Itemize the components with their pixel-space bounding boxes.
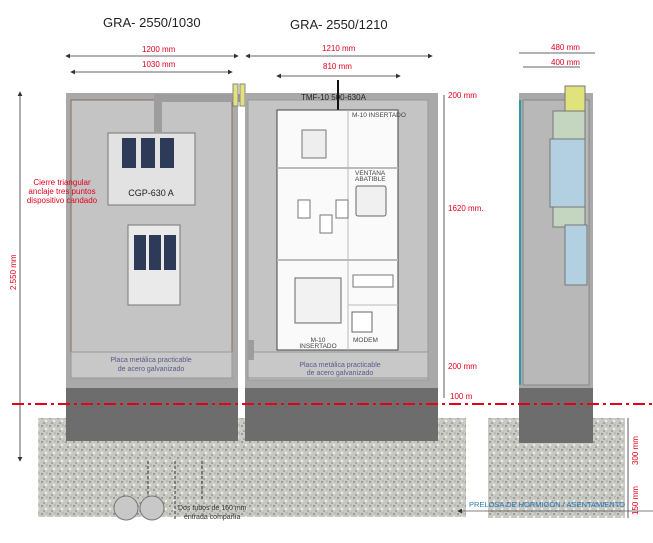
dim-left-outer: 1200 mm — [65, 45, 239, 59]
lock-note-1: Cierre triangular — [33, 178, 91, 187]
svg-text:1200 mm: 1200 mm — [142, 45, 176, 54]
svg-text:1210 mm: 1210 mm — [322, 44, 356, 53]
dim-base-300: 300 mm — [631, 436, 640, 465]
tubes-note-2: entrada compañía — [184, 514, 241, 521]
dim-top-zone: 200 mm — [448, 91, 477, 100]
dim-right-outer: 1210 mm — [245, 44, 433, 59]
dim-side-outer: 480 mm — [519, 43, 595, 54]
left-cabinet: Placa metálica practicable de acero galv… — [27, 93, 240, 441]
dim-bottom-zone: 200 mm — [448, 362, 477, 371]
placa-right-1: Placa metálica practicable — [299, 362, 380, 369]
dim-right-inner: 810 mm — [276, 62, 401, 79]
lock-note-3: dispositivo candado — [27, 196, 98, 205]
dim-base-150: 150 mm — [631, 486, 640, 515]
title-right: GRA- 2550/1210 — [290, 17, 388, 32]
tubes: Dos tubos de 160 mm entrada compañía — [113, 461, 247, 521]
placa-left-1: Placa metálica practicable — [110, 357, 191, 364]
ventana-2: ABATIBLE — [355, 176, 386, 183]
svg-text:PRELOSA DE HORMIGÓN / ASENTAMI: PRELOSA DE HORMIGÓN / ASENTAMIENTO — [469, 500, 625, 509]
dim-plinth: 100 m — [450, 392, 473, 401]
side-view-cabinet — [519, 85, 593, 443]
tmf-label: TMF-10 500-630A — [301, 93, 367, 102]
tubes-note-1: Dos tubos de 160 mm — [178, 505, 247, 512]
hinge — [239, 83, 246, 107]
cgp-label: CGP-630 A — [128, 188, 174, 198]
m10-bottom-1: M-10 — [311, 337, 326, 344]
svg-text:2.550 mm: 2.550 mm — [9, 254, 18, 290]
panel-top-label: M-10 INSERTADO — [352, 112, 406, 119]
dim-total-height: 2.550 mm — [9, 91, 23, 462]
svg-text:400 mm: 400 mm — [551, 58, 580, 67]
placa-right-2: de acero galvanizado — [307, 370, 374, 377]
ventana-1: VENTANA — [355, 170, 386, 177]
prelosa-label: PRELOSA DE HORMIGÓN / ASENTAMIENTO — [457, 500, 653, 514]
modem-label: MODEM — [353, 337, 378, 344]
title-left: GRA- 2550/1030 — [103, 15, 201, 30]
dim-side-inner: 400 mm — [523, 58, 580, 68]
svg-text:1030 mm: 1030 mm — [142, 60, 176, 69]
svg-text:480 mm: 480 mm — [551, 43, 580, 52]
dim-middle-zone: 1620 mm. — [448, 204, 484, 213]
right-cabinet: TMF-10 500-630A M-10 INSERTADO VENTANA A… — [245, 80, 438, 441]
lock-note-2: anclaje tres puntos — [28, 187, 95, 196]
dim-left-inner: 1030 mm — [70, 60, 233, 75]
svg-text:810 mm: 810 mm — [323, 62, 352, 71]
placa-left-2: de acero galvanizado — [118, 366, 185, 373]
m10-bottom-2: INSERTADO — [299, 343, 336, 350]
hinge — [232, 83, 239, 107]
